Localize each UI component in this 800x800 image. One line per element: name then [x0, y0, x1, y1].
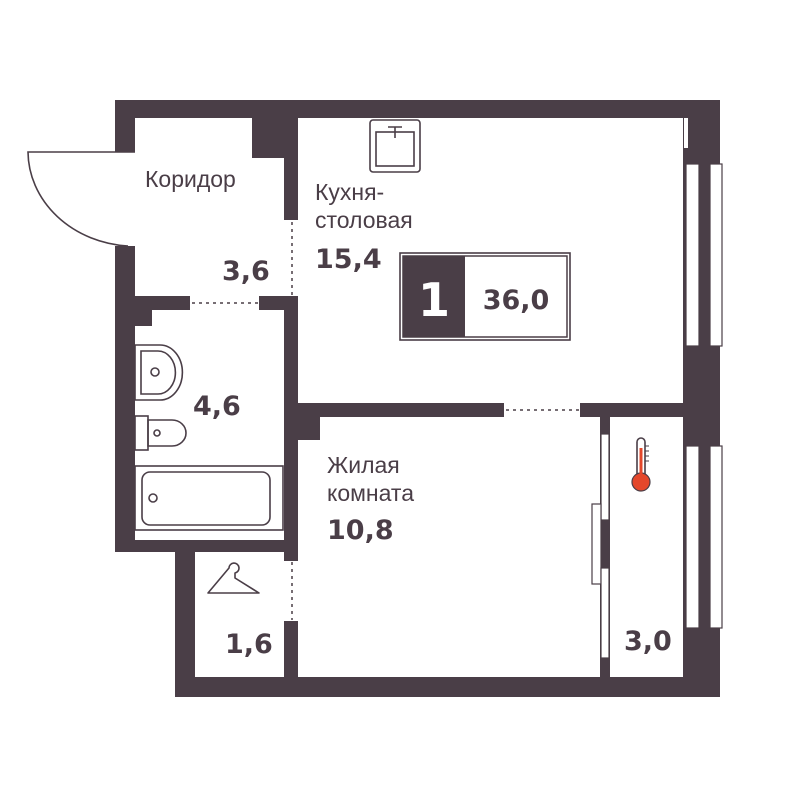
toilet-icon	[134, 415, 187, 451]
kitchen-sink-icon	[369, 119, 421, 173]
corridor-label: Коридор	[145, 166, 236, 192]
total-area: 36,0	[483, 285, 550, 316]
living-label-2: комната	[327, 480, 414, 506]
walls	[115, 100, 720, 697]
washbasin-icon	[134, 344, 184, 401]
wardrobe-area: 1,6	[225, 629, 273, 660]
door-openings	[192, 222, 579, 620]
entrance-door[interactable]	[27, 151, 135, 247]
living-area: 10,8	[327, 515, 394, 546]
corridor-area: 3,6	[222, 256, 270, 287]
kitchen-area: 15,4	[315, 244, 382, 275]
balcony-area: 3,0	[624, 626, 672, 657]
living-label-1: Жилая	[327, 452, 400, 478]
bathtub-icon	[134, 465, 284, 531]
room-labels: Коридор 3,6 Кухня- столовая 15,4 4,6 Жил…	[145, 166, 672, 660]
kitchen-label-2: столовая	[315, 207, 413, 233]
hanger-icon	[207, 562, 260, 594]
summary-badge: 1 36,0	[399, 252, 571, 341]
kitchen-label-1: Кухня-	[315, 179, 384, 205]
bathroom-area: 4,6	[193, 391, 241, 422]
windows	[591, 118, 723, 659]
thermometer-icon	[631, 437, 651, 492]
rooms-count: 1	[418, 273, 450, 327]
